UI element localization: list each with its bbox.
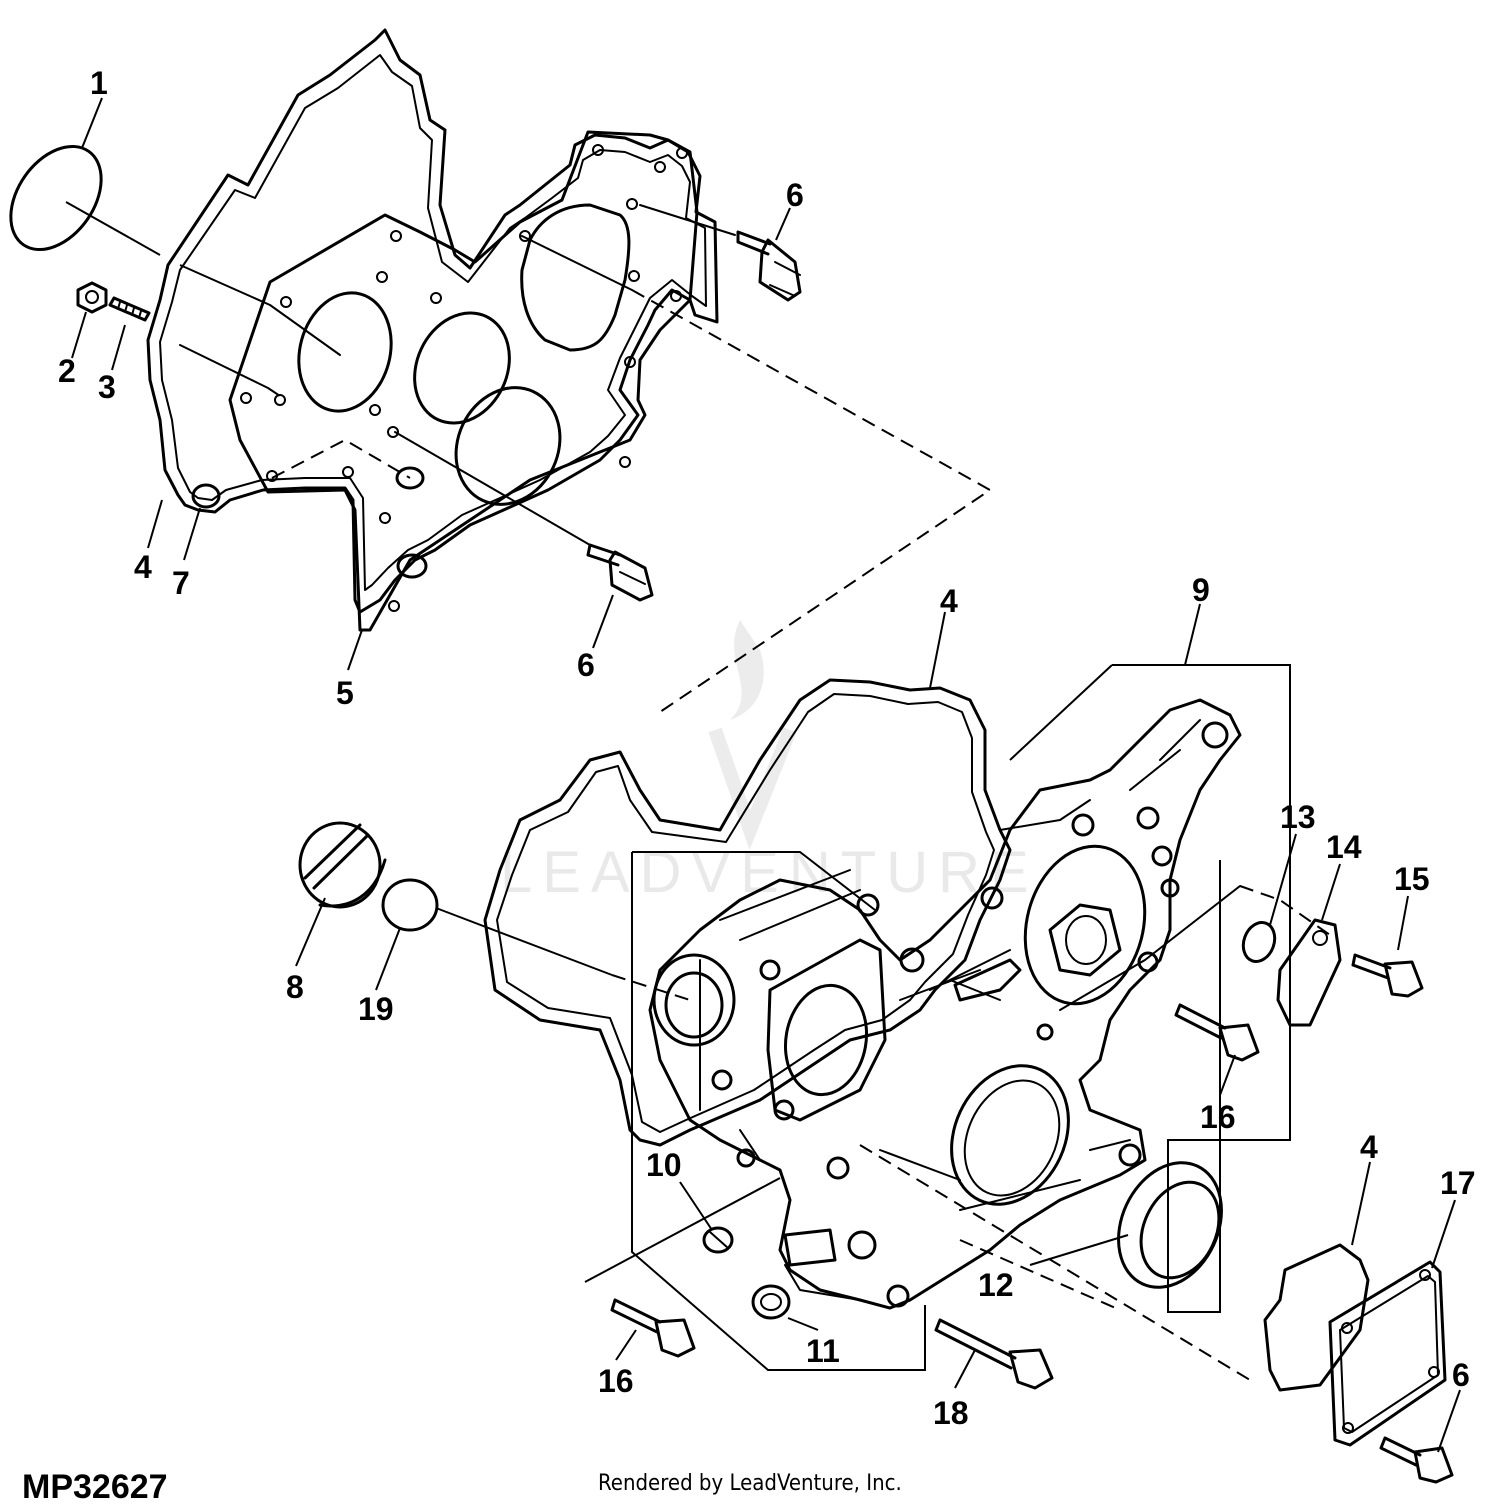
cap-screw-part-16-left bbox=[610, 1298, 696, 1358]
cover-part-14 bbox=[1276, 918, 1342, 1027]
callout-11: 11 bbox=[806, 1333, 840, 1369]
gasket-part-4-middle-inner bbox=[496, 693, 995, 1133]
cap-screw-part-15 bbox=[1351, 953, 1424, 998]
callout-4: 4 bbox=[1360, 1129, 1378, 1165]
callout-leaders bbox=[71, 97, 1461, 1453]
callout-2: 2 bbox=[58, 353, 76, 389]
gasket-part-4-top bbox=[146, 28, 719, 614]
cover-14-hole bbox=[1312, 930, 1328, 946]
figure-code: MP32627 bbox=[22, 1468, 168, 1506]
plate-openings bbox=[297, 203, 631, 506]
o-ring-part-1 bbox=[9, 144, 103, 252]
cap-screw-part-18 bbox=[934, 1318, 1054, 1390]
callout-6: 6 bbox=[786, 177, 804, 213]
gasket-part-4-top-inner bbox=[159, 54, 707, 591]
callout-1: 1 bbox=[90, 65, 108, 101]
callout-6: 6 bbox=[577, 647, 595, 683]
cap-screw-part-6-bottom bbox=[1379, 1436, 1454, 1484]
group-bracket-9 bbox=[631, 664, 1291, 1371]
callout-14: 14 bbox=[1326, 829, 1362, 865]
callout-19: 19 bbox=[358, 991, 394, 1027]
watermark-text: LEADVENTURE bbox=[500, 840, 1039, 905]
stud-part-3 bbox=[108, 296, 151, 322]
callout-10: 10 bbox=[646, 1147, 682, 1183]
cap-screw-part-6-top bbox=[736, 230, 802, 302]
cover-plate-17-inner bbox=[1339, 1275, 1439, 1433]
callout-4: 4 bbox=[940, 583, 958, 619]
gasket-part-4-bottom bbox=[1263, 1243, 1370, 1392]
watermark-logo bbox=[708, 620, 797, 850]
o-ring-part-7 bbox=[191, 483, 221, 509]
timing-cover-part-9 bbox=[648, 698, 1242, 1310]
callout-18: 18 bbox=[933, 1395, 969, 1431]
callout-7: 7 bbox=[172, 565, 190, 601]
cover-plate-17-holes bbox=[1341, 1269, 1440, 1434]
callout-5: 5 bbox=[336, 675, 354, 711]
cap-screw-part-16-right bbox=[1174, 1003, 1260, 1062]
plate-bolt-holes bbox=[240, 144, 688, 612]
nut-part-2 bbox=[76, 281, 108, 314]
alignment-lines-top bbox=[65, 201, 992, 713]
alignment-lines-bottom bbox=[435, 885, 1331, 1381]
render-credit: Rendered by LeadVenture, Inc. bbox=[598, 1471, 902, 1496]
callout-15: 15 bbox=[1394, 861, 1430, 897]
callout-17: 17 bbox=[1440, 1165, 1476, 1201]
callout-16: 16 bbox=[598, 1363, 634, 1399]
plug-part-11 bbox=[751, 1284, 791, 1320]
seal-part-12 bbox=[1117, 1161, 1223, 1289]
callout-16: 16 bbox=[1200, 1099, 1236, 1135]
plug-part-8 bbox=[298, 821, 387, 909]
front-plate-part-5 bbox=[228, 130, 699, 632]
o-ring-part-19 bbox=[381, 878, 439, 932]
callout-9: 9 bbox=[1192, 572, 1210, 608]
callout-6: 6 bbox=[1452, 1357, 1470, 1393]
cover-plate-part-17 bbox=[1328, 1260, 1447, 1447]
callout-4: 4 bbox=[134, 549, 152, 585]
callout-13: 13 bbox=[1280, 799, 1316, 835]
plug-part-10 bbox=[702, 1226, 734, 1254]
gasket-part-4-middle bbox=[483, 678, 1012, 1147]
callout-12: 12 bbox=[978, 1267, 1014, 1303]
o-ring-part-13 bbox=[1241, 921, 1277, 963]
callout-8: 8 bbox=[286, 969, 304, 1005]
callout-3: 3 bbox=[98, 369, 116, 405]
cap-screw-part-6-mid bbox=[586, 543, 654, 602]
